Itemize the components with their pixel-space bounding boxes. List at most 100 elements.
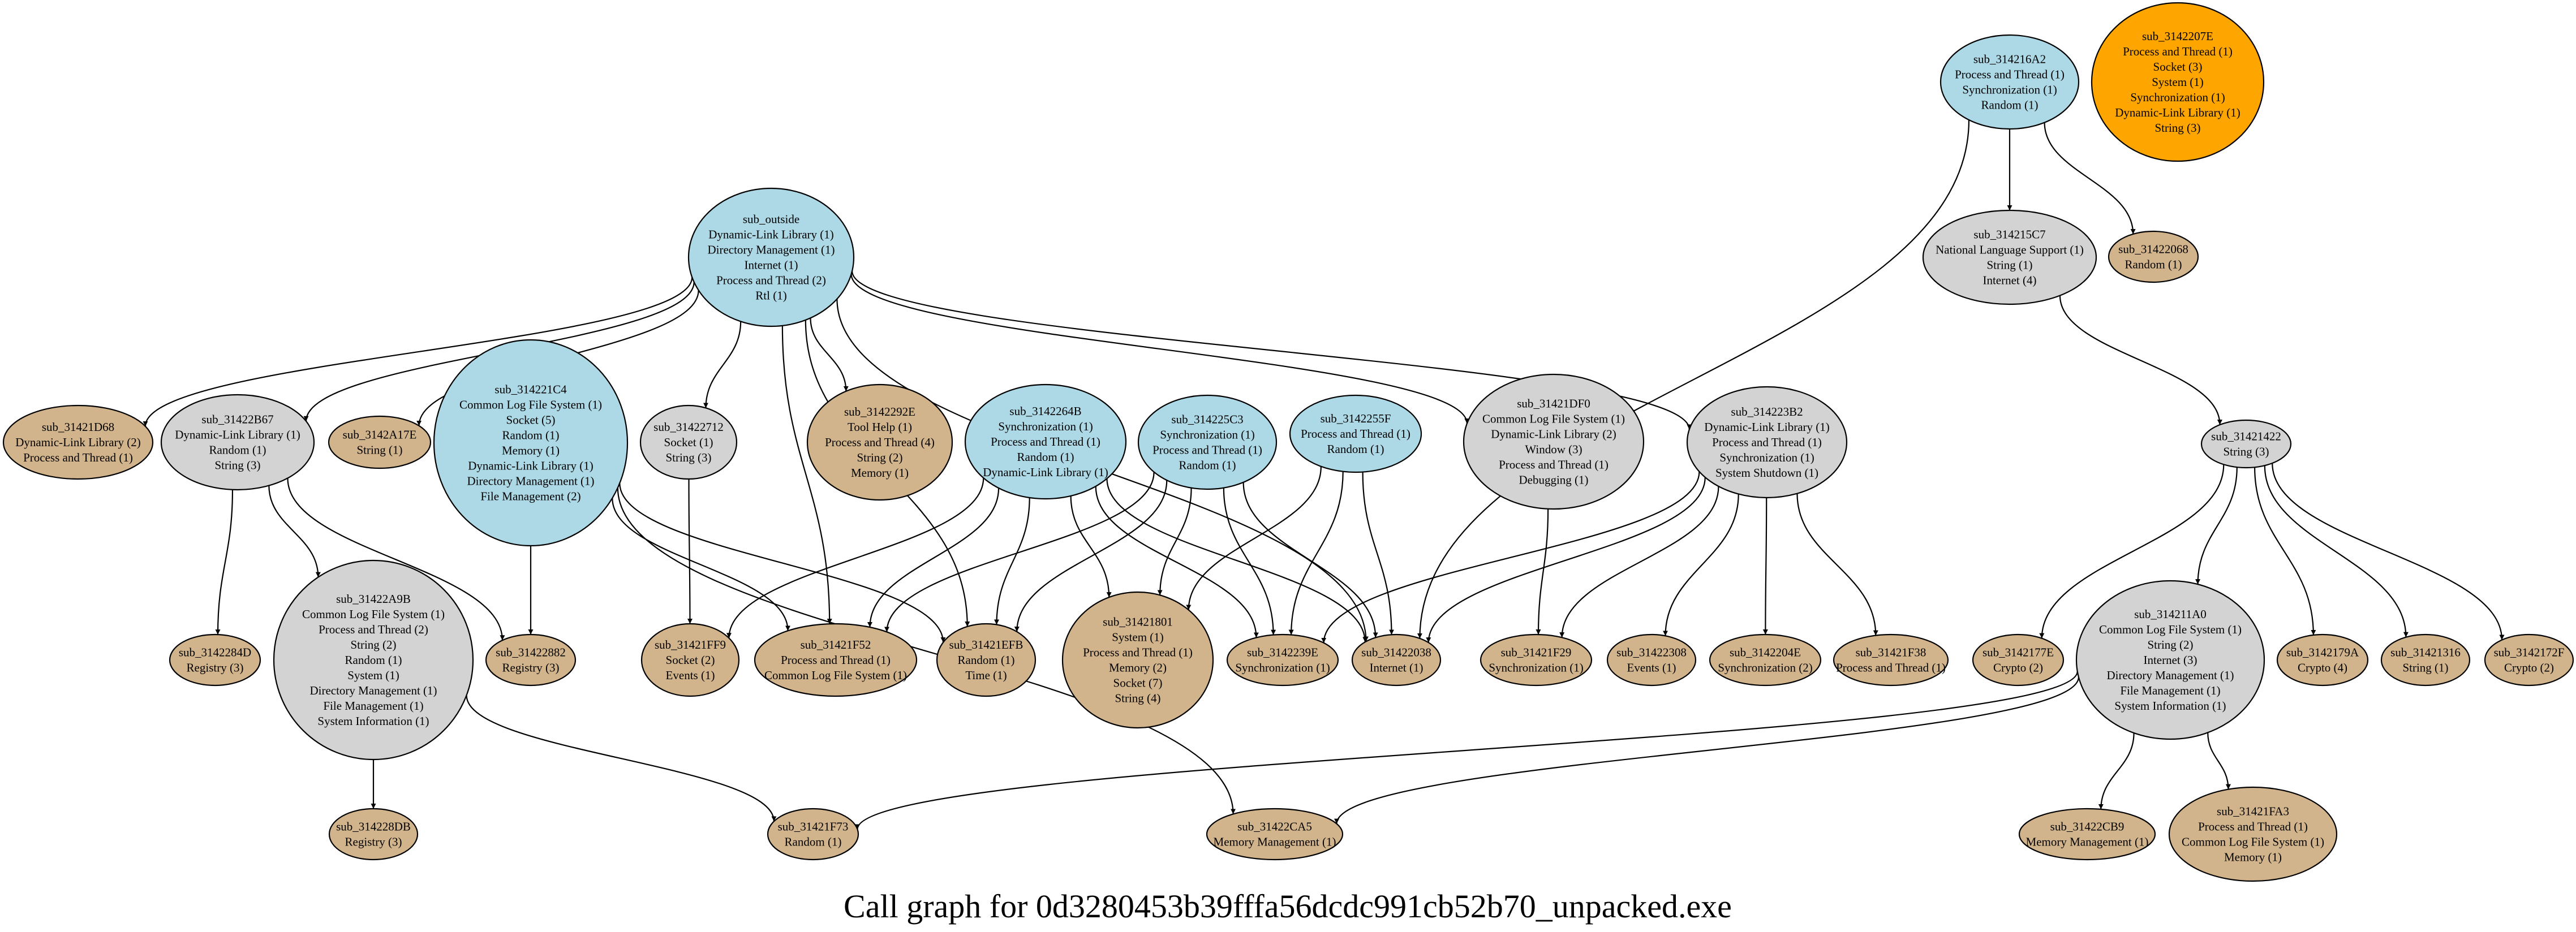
node-title: sub_31421FA3 xyxy=(2217,805,2289,818)
call-edge xyxy=(781,325,832,624)
node-api-category: National Language Support (1) xyxy=(1936,243,2084,257)
node-api-category: Memory Management (1) xyxy=(2026,835,2149,849)
node-title: sub_31421EFB xyxy=(949,638,1023,651)
node-ellipse xyxy=(640,623,740,697)
node-api-category: Dynamic-Link Library (1) xyxy=(708,228,834,241)
node-ellipse xyxy=(1137,394,1278,490)
node-api-category: Events (1) xyxy=(666,668,715,682)
node-ellipse xyxy=(639,404,738,480)
node-ellipse xyxy=(1061,591,1214,729)
node-api-category: System (1) xyxy=(2152,75,2204,89)
node-api-category: Common Log File System (1) xyxy=(764,668,907,682)
call-edge xyxy=(852,271,1692,430)
node-api-category: Random (1) xyxy=(502,429,560,442)
call-edge xyxy=(703,321,742,408)
call-edge xyxy=(810,318,849,391)
node-title: sub_31422A9B xyxy=(336,592,411,606)
node-api-category: System (1) xyxy=(1112,631,1164,644)
node-ellipse xyxy=(2200,419,2292,469)
node-api-category: Synchronization (1) xyxy=(1962,83,2057,97)
node-api-category: Debugging (1) xyxy=(1519,473,1588,487)
graph-node[interactable]: sub_3142239E Synchronization (1) xyxy=(1226,633,1339,687)
node-api-category: Socket (7) xyxy=(1113,676,1163,690)
call-edge xyxy=(2039,464,2225,638)
node-title: sub_3142239E xyxy=(1247,646,1318,659)
node-api-category: System Information (1) xyxy=(2114,699,2226,713)
call-edge xyxy=(2272,463,2505,640)
node-title: sub_31421F52 xyxy=(801,638,871,651)
node-api-category: Random (1) xyxy=(785,835,842,849)
node-title: sub_31422068 xyxy=(2118,243,2188,256)
node-title: sub_31421316 xyxy=(2390,646,2461,659)
edges-layer xyxy=(143,119,2505,830)
node-title: sub_3142207E xyxy=(2142,29,2213,43)
node-ellipse xyxy=(328,415,432,469)
node-api-category: Process and Thread (1) xyxy=(781,653,891,667)
node-api-category: Synchronization (1) xyxy=(1719,451,1814,464)
node-ellipse xyxy=(2484,633,2574,687)
call-edge xyxy=(1095,486,1259,638)
node-ellipse xyxy=(160,394,315,491)
node-api-category: Synchronization (1) xyxy=(1235,661,1330,675)
node-api-category: Memory (1) xyxy=(2224,851,2282,864)
node-api-category: String (3) xyxy=(665,451,711,464)
node-title: sub_314215C7 xyxy=(1973,228,2045,241)
node-api-category: String (4) xyxy=(1115,692,1160,705)
node-api-category: Common Log File System (1) xyxy=(1482,412,1625,426)
node-api-category: Synchronization (2) xyxy=(1718,661,1812,675)
node-api-category: Common Log File System (1) xyxy=(459,398,602,412)
node-title: sub_31422B67 xyxy=(201,413,273,426)
node-api-category: String (3) xyxy=(2223,445,2269,459)
node-api-category: Dynamic-Link Library (1) xyxy=(468,459,594,473)
node-api-category: Process and Thread (1) xyxy=(23,451,133,464)
node-api-category: Random (1) xyxy=(2125,258,2182,271)
node-title: sub_314223B2 xyxy=(1731,405,1803,418)
node-api-category: Synchronization (1) xyxy=(2130,90,2225,104)
node-api-category: Process and Thread (2) xyxy=(716,274,826,287)
node-api-category: File Management (1) xyxy=(323,699,423,713)
node-api-category: Time (1) xyxy=(965,668,1007,682)
call-edge xyxy=(1334,677,2079,824)
node-api-category: File Management (2) xyxy=(480,490,580,503)
call-edge xyxy=(2098,733,2135,809)
